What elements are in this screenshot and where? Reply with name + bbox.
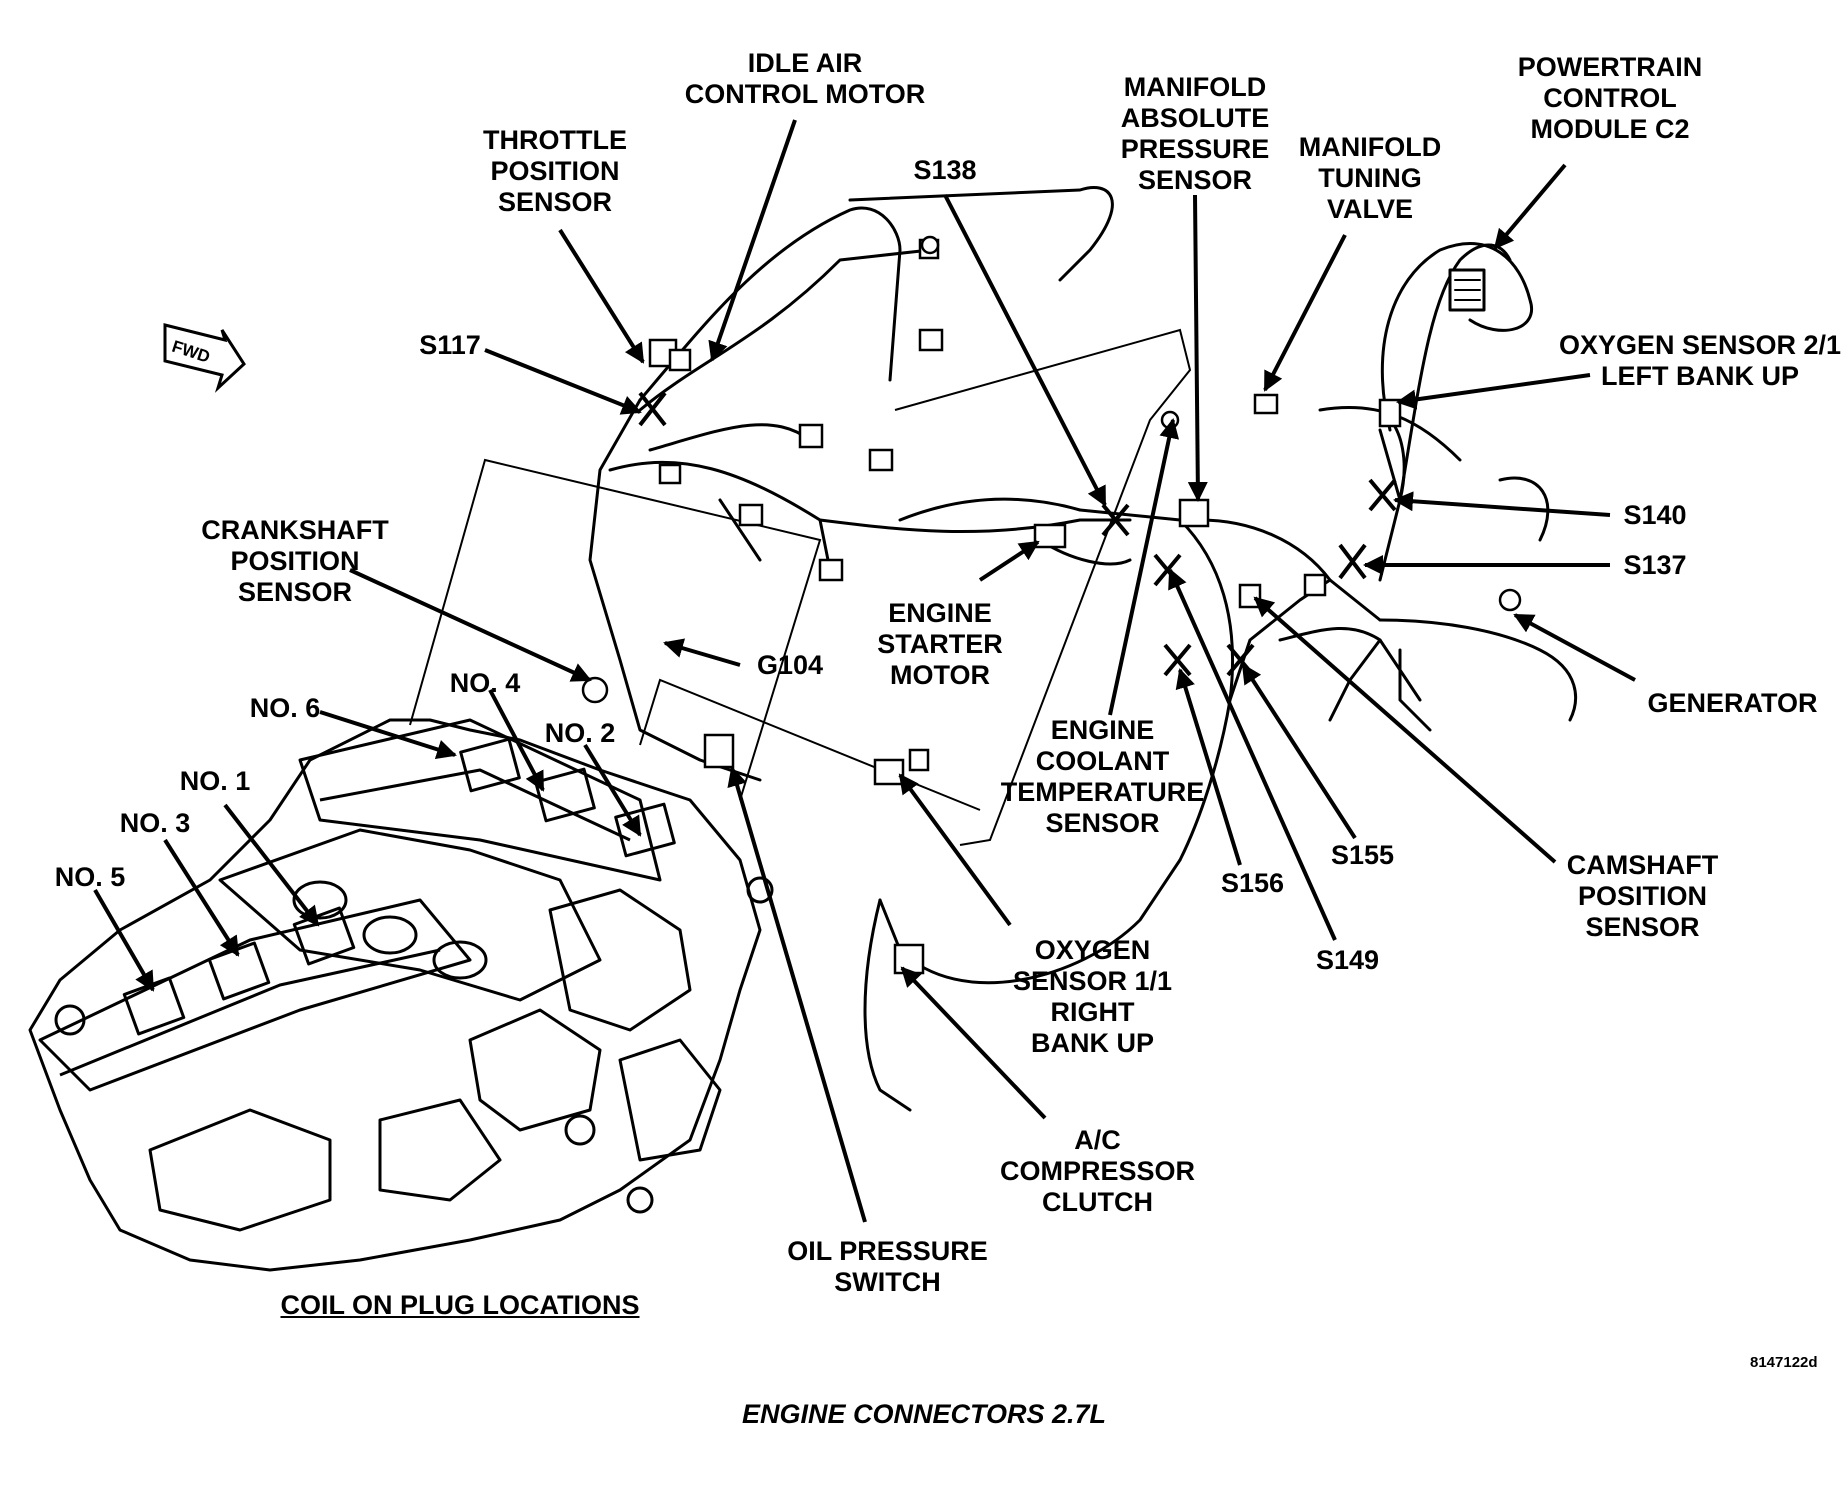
coil-on-plug-heading: COIL ON PLUG LOCATIONS [280,1290,640,1320]
arrow-idle-air-control-motor [708,119,797,362]
figure-id: 8147122d [1750,1354,1818,1371]
label-no5: NO. 5 [54,862,126,892]
arrow-camshaft-position-sensor [1253,596,1557,864]
arrow-s138 [943,194,1107,507]
label-no2: NO. 2 [544,718,616,748]
arrow-crankshaft-position-sensor [349,568,592,682]
label-manifold-tuning-valve: MANIFOLD TUNING VALVE [1298,132,1442,224]
harness-panels [409,328,1192,846]
arrow-s156 [1175,668,1242,866]
arrow-o2-sensor-1-1 [898,773,1012,927]
arrow-manifold-tuning-valve [1263,234,1347,392]
arrow-s155 [1241,663,1357,840]
arrow-s149 [1168,568,1337,941]
arrow-map-sensor [1187,194,1208,502]
splice-marks [638,391,1397,677]
arrow-ac-compressor-clutch [900,966,1047,1120]
label-camshaft-position-sensor: CAMSHAFT POSITION SENSOR [1566,850,1719,942]
arrow-throttle-position-sensor [558,228,645,364]
label-engine-starter-motor: ENGINE STARTER MOTOR [877,598,1003,690]
arrow-no6 [319,710,457,760]
label-s140: S140 [1623,500,1687,530]
figure-caption: ENGINE CONNECTORS 2.7L [741,1399,1107,1429]
label-idle-air-control-motor: IDLE AIR CONTROL MOTOR [684,48,926,109]
arrow-o2-sensor-2-1 [1396,373,1591,410]
label-s117: S117 [419,330,481,360]
arrow-no4 [488,689,545,792]
arrow-g104 [663,638,741,667]
label-s149: S149 [1315,945,1380,975]
arrow-no5 [93,888,155,992]
splice-s138-mark [1101,503,1130,537]
label-o2-sensor-2-1: OXYGEN SENSOR 2/1 LEFT BANK UP [1558,330,1842,391]
label-ect-sensor: ENGINE COOLANT TEMPERATURE SENSOR [1000,715,1205,838]
label-s156: S156 [1220,868,1285,898]
arrow-generator [1513,613,1636,682]
label-o2-sensor-1-1: OXYGEN SENSOR 1/1 RIGHT BANK UP [1012,935,1173,1058]
label-ac-compressor-clutch: A/C COMPRESSOR CLUTCH [999,1125,1196,1217]
arrow-no1 [223,803,320,927]
arrow-s140 [1393,491,1611,517]
arrow-pcm-c2 [1493,163,1567,250]
arrow-no3 [163,838,240,957]
label-pcm-c2: POWERTRAIN CONTROL MODULE C2 [1517,52,1703,144]
arrow-oil-pressure-switch [727,766,867,1223]
label-throttle-position-sensor: THROTTLE POSITION SENSOR [483,125,627,217]
engine-block [28,718,774,1272]
arrow-s117 [484,348,642,415]
label-g104: G104 [756,650,824,680]
splice-s140-mark [1368,478,1397,512]
fwd-arrow-icon: FWD [163,323,246,393]
arrow-engine-starter-motor [978,540,1040,582]
label-oil-pressure-switch: OIL PRESSURE SWITCH [787,1236,988,1297]
splice-s137-mark [1338,543,1367,580]
arrow-no2 [583,743,642,837]
splice-s117-mark [638,391,667,427]
label-crankshaft-position-sensor: CRANKSHAFT POSITION SENSOR [201,515,389,607]
label-map-sensor: MANIFOLD ABSOLUTE PRESSURE SENSOR [1120,72,1270,195]
arrow-ect-sensor [1108,418,1180,716]
connectors [581,235,1522,975]
label-s155: S155 [1330,840,1395,870]
label-s137: S137 [1623,550,1687,580]
label-no4: NO. 4 [449,668,521,698]
label-no6: NO. 6 [249,693,321,723]
label-generator: GENERATOR [1647,688,1818,718]
label-no1: NO. 1 [179,766,251,796]
label-no3: NO. 3 [119,808,191,838]
splice-s156-mark [1163,643,1192,677]
leader-arrows [93,119,1636,1223]
label-s138: S138 [913,155,977,185]
